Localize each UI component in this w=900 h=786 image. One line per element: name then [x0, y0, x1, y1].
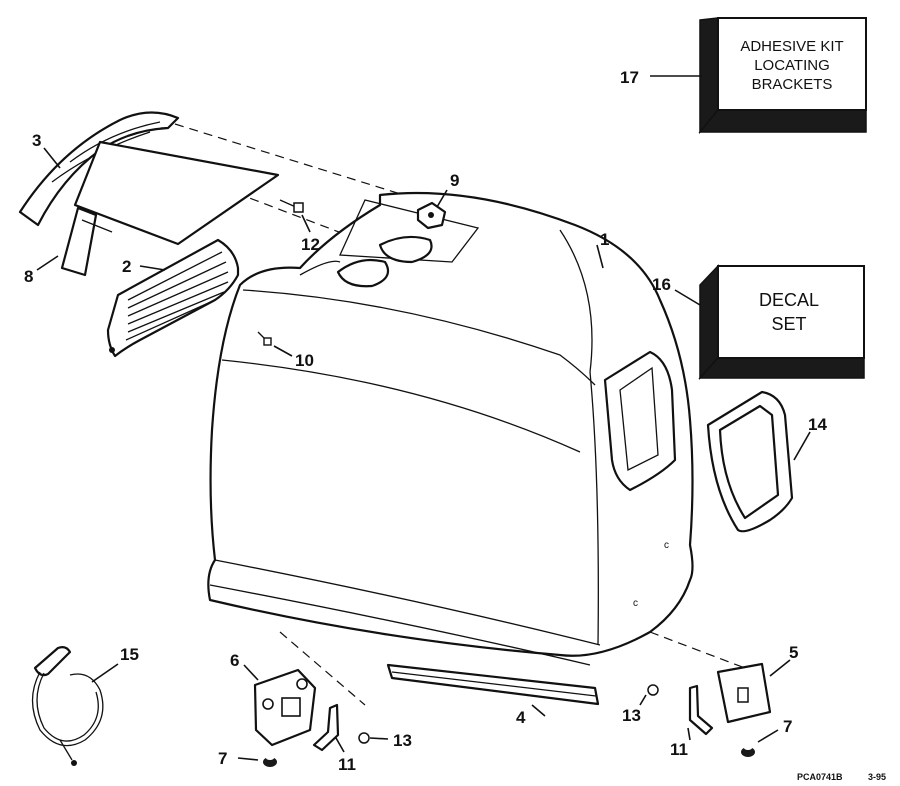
- assembly-dashed-lines: [109, 123, 746, 706]
- callout-2: 2: [122, 257, 131, 276]
- callout-3: 3: [32, 131, 41, 150]
- screw-13-left: [358, 732, 370, 744]
- callout-7-left: 7: [218, 749, 227, 768]
- callout-9: 9: [450, 171, 459, 190]
- latch-bracket-plate-right: [716, 662, 772, 724]
- seal-gasket: [706, 390, 794, 533]
- screw-12: [279, 199, 304, 213]
- seal-strip: [386, 663, 600, 706]
- latch-bracket-plate: [253, 668, 317, 747]
- callout-12: 12: [301, 235, 320, 254]
- drawing-reference: PCA0741B 3-95: [797, 772, 886, 782]
- latch-fastener: [416, 201, 447, 230]
- callout-6: 6: [230, 651, 239, 670]
- cable-assembly: [31, 646, 104, 766]
- adhesive-kit-label-line3: BRACKETS: [752, 76, 833, 93]
- callout-15: 15: [120, 645, 139, 664]
- callout-13-right: 13: [622, 706, 641, 725]
- decal-set-label-line1: DECAL: [759, 290, 819, 310]
- adhesive-kit-label-line1: ADHESIVE KIT: [740, 38, 843, 55]
- callout-7-right: 7: [783, 717, 792, 736]
- adhesive-kit-box: ADHESIVE KIT LOCATING BRACKETS: [698, 17, 867, 135]
- grommet-right: [741, 746, 755, 757]
- screw-10: [257, 331, 272, 346]
- screw-13-right: [647, 684, 659, 696]
- callout-5: 5: [789, 643, 798, 662]
- motor-cover: c c: [207, 191, 694, 666]
- vent-grille: [106, 238, 240, 358]
- hook-bracket-left: [312, 703, 340, 752]
- decal-set-box: DECAL SET: [698, 264, 865, 380]
- callout-labels: 1 2 3 4 5 6 7 7 8 9 10 11 11 12 13 13 14…: [24, 68, 827, 774]
- callout-14: 14: [808, 415, 827, 434]
- rear-bracket-lid: [60, 140, 280, 277]
- decal-set-label-line2: SET: [771, 314, 806, 334]
- grommet-left: [263, 756, 277, 767]
- callout-8: 8: [24, 267, 33, 286]
- callout-17: 17: [620, 68, 639, 87]
- drawing-date: 3-95: [868, 772, 886, 782]
- callout-11-right: 11: [670, 740, 688, 759]
- callout-1: 1: [600, 230, 609, 249]
- adhesive-kit-label-line2: LOCATING: [754, 57, 830, 74]
- callout-11-left: 11: [338, 755, 356, 774]
- svg-text:c: c: [664, 540, 669, 551]
- callout-13-left: 13: [393, 731, 412, 750]
- hook-bracket-right: [688, 684, 714, 736]
- callout-10: 10: [295, 351, 314, 370]
- callout-4: 4: [516, 708, 526, 727]
- svg-text:c: c: [633, 598, 638, 609]
- callout-16: 16: [652, 275, 671, 294]
- drawing-code: PCA0741B: [797, 772, 843, 782]
